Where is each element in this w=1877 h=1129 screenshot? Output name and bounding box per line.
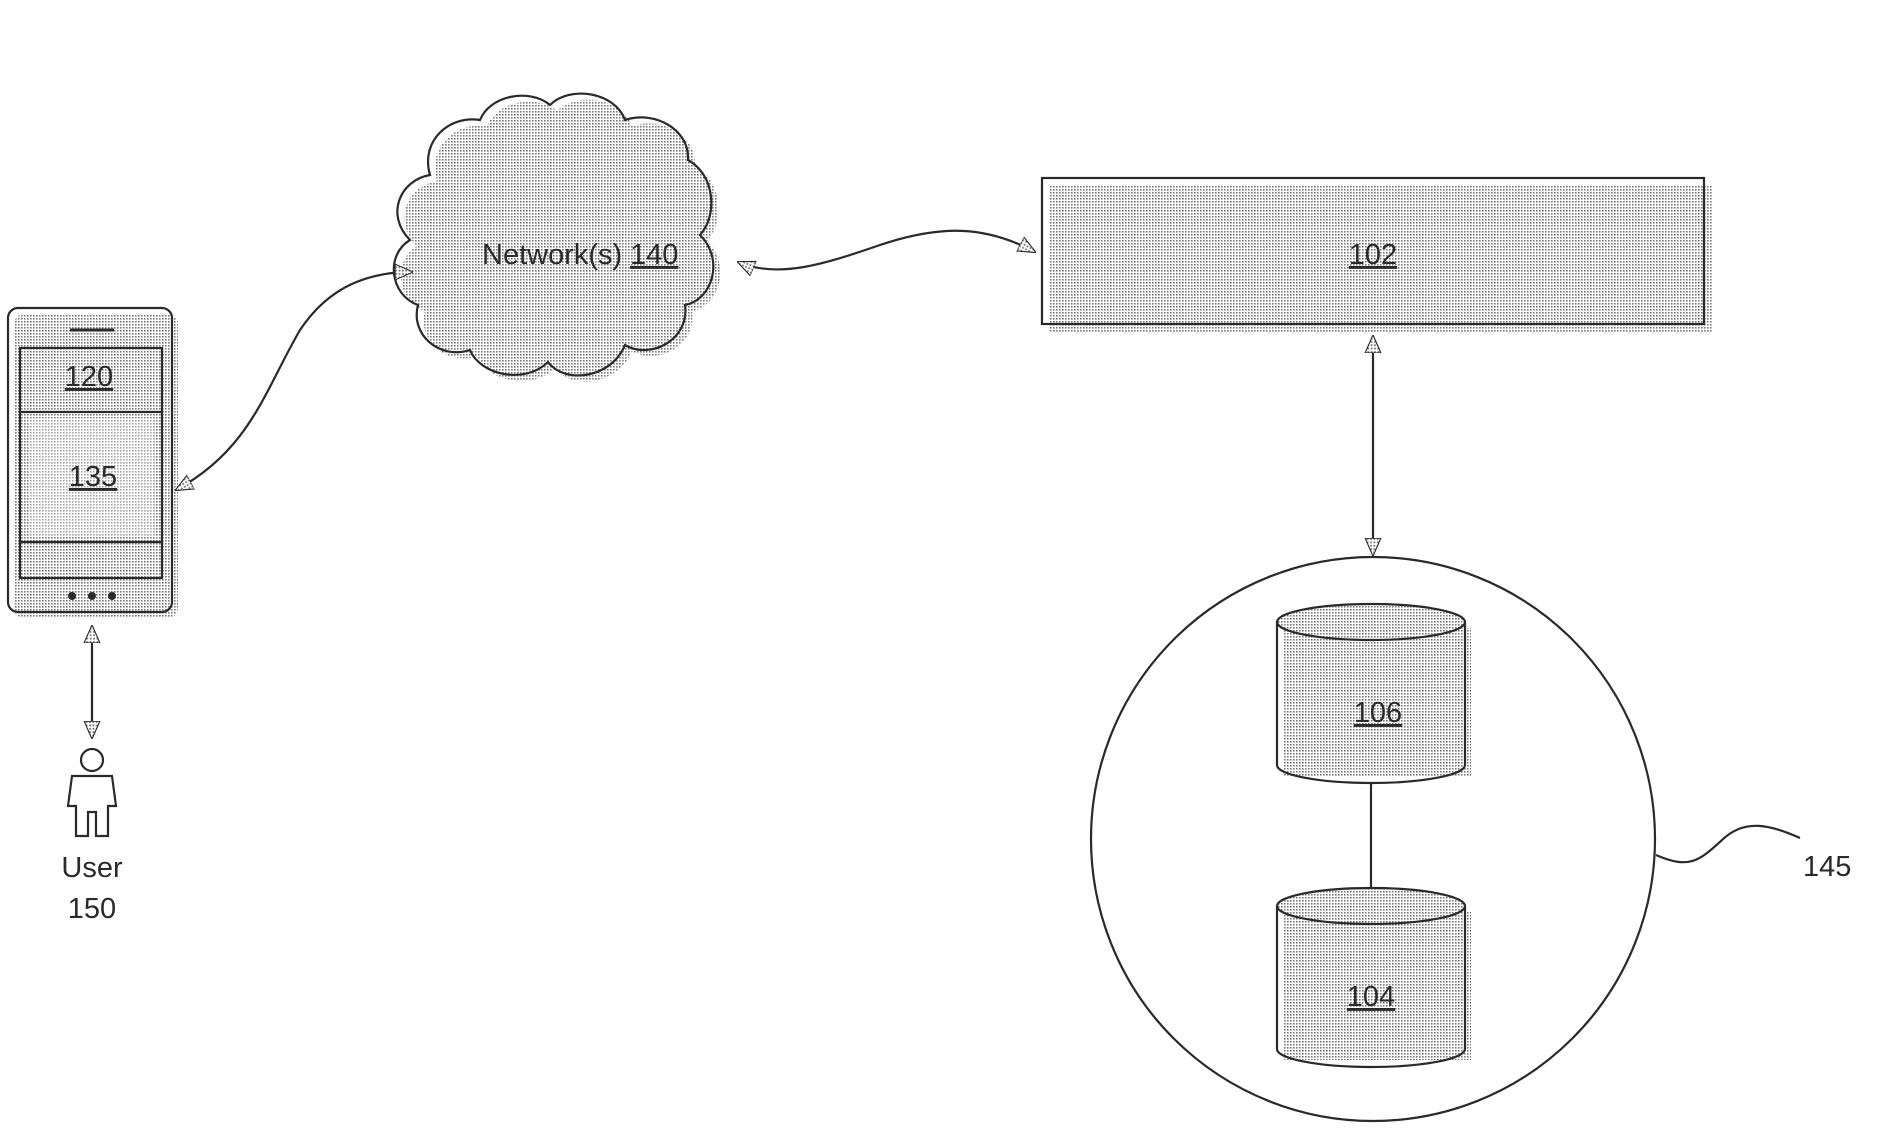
network-cloud: Network(s) 140 (394, 94, 721, 382)
database-top-icon: 106 (1277, 604, 1471, 783)
network-label: Network(s) (482, 239, 622, 271)
storage-leader-line (1656, 826, 1800, 862)
mobile-device: 120 135 (8, 308, 178, 618)
device-dot-icon (68, 592, 76, 600)
user-ref: 150 (68, 893, 116, 925)
db-top-ref: 106 (1354, 697, 1402, 729)
database-bottom-icon: 104 (1277, 888, 1471, 1067)
screen-main-ref: 135 (69, 461, 117, 493)
screen-top-ref: 120 (65, 361, 113, 393)
server-ref: 102 (1349, 239, 1397, 271)
user-label: User (61, 852, 123, 884)
storage-ref: 145 (1803, 851, 1851, 883)
network-ref: 140 (630, 239, 678, 271)
storage-group: 106 104 145 (1091, 557, 1851, 1121)
device-dot-icon (88, 592, 96, 600)
device-dot-icon (108, 592, 116, 600)
user-figure-icon (68, 749, 116, 836)
network-server-arrow (738, 231, 1035, 270)
device-network-arrow (176, 272, 412, 490)
db-bottom-ref: 104 (1347, 981, 1395, 1013)
server-box: 102 (1042, 178, 1712, 332)
